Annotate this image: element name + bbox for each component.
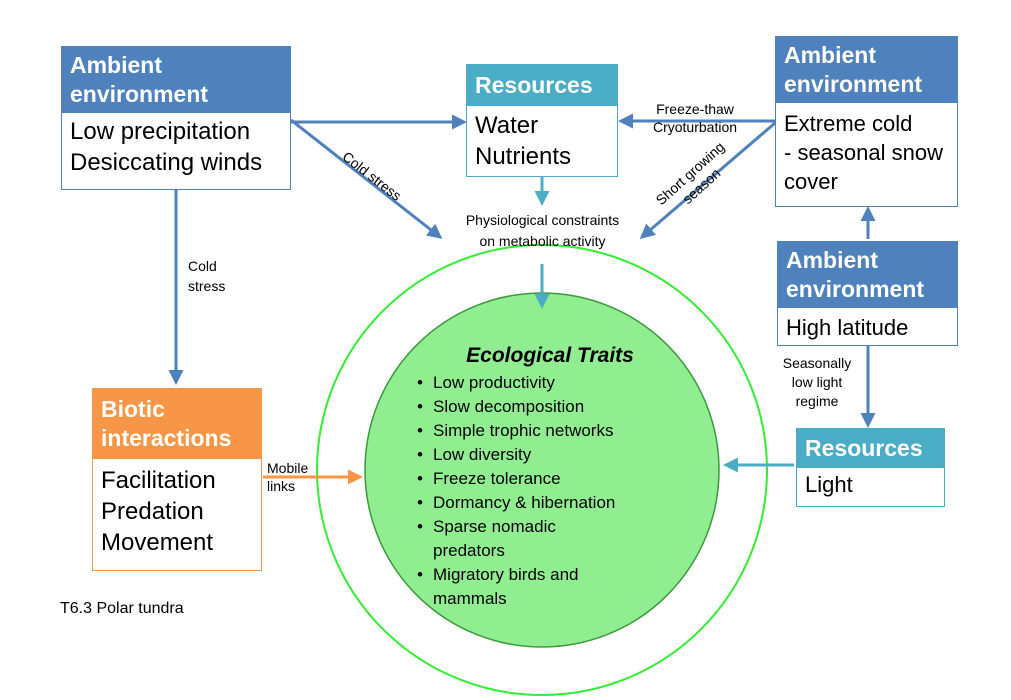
label-freeze-thaw-2: Cryoturbation bbox=[652, 119, 738, 135]
trait-item: Simple trophic networks bbox=[415, 419, 685, 443]
resources-top-box: Resources Water Nutrients bbox=[466, 64, 618, 177]
ambient-right-top-header: Ambient environment bbox=[776, 37, 957, 103]
label-mobile-2: links bbox=[267, 478, 296, 494]
biotic-title-2: interactions bbox=[101, 425, 232, 451]
ambient-left-box: Ambient environment Low precipitation De… bbox=[61, 46, 291, 190]
biotic-item: Movement bbox=[101, 529, 214, 556]
ambient-left-item: Desiccating winds bbox=[70, 149, 263, 176]
trait-item: Sparse nomadic predators bbox=[415, 515, 583, 563]
trait-item: Freeze tolerance bbox=[415, 467, 685, 491]
ecological-traits: Ecological Traits Low productivity Slow … bbox=[415, 342, 685, 611]
ambient-left-title-1: Ambient bbox=[70, 52, 162, 78]
label-freeze-thaw-1: Freeze-thaw bbox=[656, 101, 734, 117]
ambient-right-mid-title-1: Ambient bbox=[786, 247, 878, 273]
ambient-left-body: Low precipitation Desiccating winds bbox=[62, 113, 290, 181]
resources-top-header: Resources bbox=[467, 65, 617, 106]
resources-right-body: Light bbox=[797, 468, 944, 502]
resources-right-title: Resources bbox=[805, 435, 923, 461]
label-cold-stress-vert-2: stress bbox=[188, 278, 226, 294]
biotic-header: Biotic interactions bbox=[93, 389, 261, 459]
arrow-cold-stress-diag bbox=[290, 118, 443, 239]
ambient-right-mid-box: Ambient environment High latitude bbox=[777, 241, 958, 346]
label-cold-stress-vert-1: Cold bbox=[188, 258, 217, 274]
ambient-right-top-item: Extreme cold bbox=[784, 111, 913, 136]
physiological-line-1: Physiological constraints bbox=[465, 212, 620, 228]
ambient-right-top-box: Ambient environment Extreme cold - seaso… bbox=[775, 36, 958, 207]
trait-item: Slow decomposition bbox=[415, 395, 685, 419]
ambient-right-mid-title-2: environment bbox=[786, 276, 925, 302]
label-mobile-1: Mobile bbox=[267, 460, 309, 476]
label-seasonally-2: low light bbox=[791, 374, 843, 390]
ambient-left-item: Low precipitation bbox=[70, 118, 251, 145]
ambient-left-header: Ambient environment bbox=[62, 47, 290, 113]
traits-list: Low productivity Slow decomposition Simp… bbox=[415, 371, 685, 611]
ambient-right-mid-item: High latitude bbox=[786, 315, 909, 340]
biotic-body: Facilitation Predation Movement bbox=[93, 459, 261, 561]
physiological-label: Physiological constraints on metabolic a… bbox=[430, 210, 655, 252]
biotic-box: Biotic interactions Facilitation Predati… bbox=[92, 388, 262, 571]
resources-right-item: Light bbox=[805, 472, 853, 497]
label-seasonally-3: regime bbox=[795, 393, 839, 409]
label-seasonally-1: Seasonally bbox=[782, 355, 852, 371]
arrow-short-growing bbox=[639, 121, 776, 239]
trait-item: Migratory birds and mammals bbox=[415, 563, 643, 611]
biotic-item: Predation bbox=[101, 498, 204, 525]
trait-item: Low diversity bbox=[415, 443, 685, 467]
ambient-right-top-item: - seasonal snow bbox=[784, 140, 943, 165]
biotic-title-1: Biotic bbox=[101, 396, 165, 422]
physiological-line-2: on metabolic activity bbox=[479, 233, 606, 249]
resources-top-item: Water bbox=[475, 112, 539, 139]
resources-top-item: Nutrients bbox=[475, 143, 572, 170]
resources-right-box: Resources Light bbox=[796, 428, 945, 507]
ambient-right-mid-body: High latitude bbox=[778, 308, 957, 345]
resources-right-header: Resources bbox=[797, 429, 944, 468]
biotic-item: Facilitation bbox=[101, 467, 216, 494]
ambient-left-title-2: environment bbox=[70, 81, 209, 107]
caption: T6.3 Polar tundra bbox=[60, 600, 184, 617]
trait-item: Dormancy & hibernation bbox=[415, 491, 685, 515]
label-freeze-thaw: Freeze-thaw Cryoturbation bbox=[640, 100, 750, 136]
ecological-traits-title: Ecological Traits bbox=[466, 344, 634, 367]
ambient-right-top-body: Extreme cold - seasonal snow cover bbox=[776, 103, 957, 199]
resources-top-body: Water Nutrients bbox=[467, 106, 617, 175]
label-seasonally: Seasonally low light regime bbox=[770, 354, 864, 411]
resources-top-title: Resources bbox=[475, 72, 593, 98]
label-cold-stress-vert: Cold stress bbox=[188, 256, 225, 296]
ambient-right-mid-header: Ambient environment bbox=[778, 242, 957, 308]
label-mobile-links: Mobile links bbox=[267, 459, 308, 495]
trait-item: Low productivity bbox=[415, 371, 685, 395]
ambient-right-top-item: cover bbox=[784, 169, 838, 194]
ambient-right-top-title-1: Ambient bbox=[784, 42, 876, 68]
ambient-right-top-title-2: environment bbox=[784, 71, 923, 97]
